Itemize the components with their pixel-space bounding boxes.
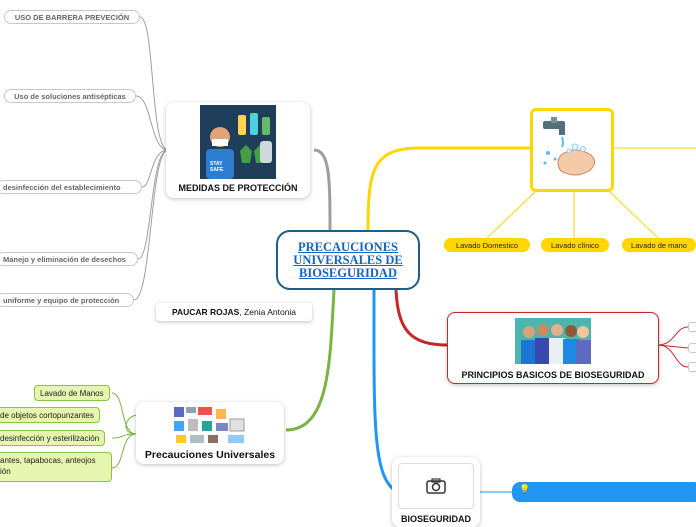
link-central-lavado bbox=[366, 146, 530, 233]
principios-card[interactable]: PRINCIPIOS BASICOS DE BIOSEGURIDAD bbox=[447, 312, 659, 384]
bioseguridad-card[interactable]: BIOSEGURIDAD bbox=[392, 457, 480, 527]
lavado-item-clinico[interactable]: Lavado clínico bbox=[541, 238, 609, 252]
medidas-item-desinfeccion[interactable]: desinfección del establecimiento bbox=[0, 180, 142, 194]
principios-title: PRINCIPIOS BASICOS DE BIOSEGURIDAD bbox=[461, 370, 645, 380]
medidas-item-antisepticas[interactable]: Uso de soluciones antisépticas bbox=[4, 89, 136, 103]
link-central-medidas bbox=[313, 148, 332, 233]
image-placeholder bbox=[398, 463, 474, 509]
link-precauciones-item4 bbox=[111, 433, 137, 469]
precauciones-item-lavado[interactable]: Lavado de Manos bbox=[34, 385, 110, 401]
svg-text:STAY: STAY bbox=[210, 161, 223, 167]
principios-sub-c[interactable] bbox=[688, 362, 696, 372]
link-medidas-item2 bbox=[135, 95, 169, 151]
camera-icon bbox=[426, 478, 446, 494]
medidas-title: MEDIDAS DE PROTECCIÓN bbox=[178, 183, 298, 193]
link-principios-c bbox=[657, 344, 689, 368]
central-title: PRECAUCIONES UNIVERSALES DE BIOSEGURIDAD bbox=[293, 239, 403, 280]
link-central-principios bbox=[394, 289, 449, 347]
bioseguridad-description[interactable]: 💡 Conjunto de medidas preventivas que ti… bbox=[512, 482, 696, 520]
precautions-collage-image bbox=[174, 407, 245, 443]
handwashing-image[interactable] bbox=[530, 108, 614, 192]
svg-text:SAFE: SAFE bbox=[210, 167, 224, 173]
author-given-name: , Zenia Antonia bbox=[239, 307, 297, 317]
precauciones-item-barreras[interactable]: antes, tapabocas, anteojos ión bbox=[0, 452, 112, 482]
link-precauciones-item1 bbox=[111, 392, 137, 435]
medidas-item-desechos[interactable]: Manejo y eliminación de desechos bbox=[0, 252, 138, 266]
protection-equipment-image: STAY SAFE bbox=[200, 105, 276, 179]
central-topic[interactable]: PRECAUCIONES UNIVERSALES DE BIOSEGURIDAD bbox=[276, 230, 420, 290]
precauciones-item-esterilizacion[interactable]: desinfección y esterilización bbox=[0, 430, 106, 446]
link-precauciones-item2 bbox=[125, 414, 139, 435]
link-medidas-item1 bbox=[139, 16, 169, 151]
link-principios-a bbox=[657, 326, 689, 346]
precauciones-title: Precauciones Universales bbox=[144, 449, 276, 461]
handwashing-icon bbox=[543, 117, 595, 176]
link-central-bioseguridad bbox=[372, 289, 399, 494]
link-lavado-item3 bbox=[609, 191, 659, 239]
precauciones-item-cortopunzantes[interactable]: de objetos cortopunzantes bbox=[0, 407, 100, 423]
author-surname: PAUCAR ROJAS bbox=[171, 307, 240, 317]
principios-sub-a[interactable] bbox=[688, 322, 696, 332]
link-central-precauciones bbox=[285, 289, 336, 432]
medical-staff-image bbox=[515, 318, 591, 364]
lavado-item-manos[interactable]: Lavado de mano bbox=[622, 238, 696, 252]
author-label[interactable]: PAUCAR ROJAS , Zenia Antonia bbox=[156, 303, 312, 321]
lightbulb-icon: 💡 bbox=[519, 484, 531, 494]
link-lavado-item1 bbox=[486, 191, 536, 239]
medidas-item-barrera[interactable]: USO DE BARRERA PREVECIÓN bbox=[4, 10, 140, 24]
bioseguridad-title: BIOSEGURIDAD bbox=[400, 514, 471, 524]
precauciones-card[interactable]: Precauciones Universales bbox=[136, 402, 284, 464]
medidas-card[interactable]: STAY SAFE MEDIDAS DE PROTECCIÓN bbox=[166, 102, 310, 198]
lavado-item-domestico[interactable]: Lavado Domestico bbox=[444, 238, 530, 252]
link-medidas-item3 bbox=[141, 149, 169, 188]
bioseguridad-description-text: Conjunto de medidas preventivas que tien… bbox=[534, 504, 678, 520]
link-medidas-item5 bbox=[133, 149, 169, 301]
principios-sub-b[interactable] bbox=[688, 343, 696, 353]
medidas-item-uniforme[interactable]: uniforme y equipo de protección bbox=[0, 293, 134, 307]
